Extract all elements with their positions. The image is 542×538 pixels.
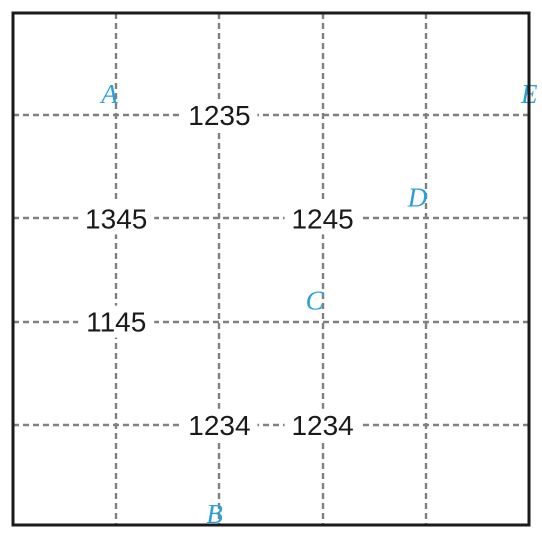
number-label-group: 1234 bbox=[181, 408, 258, 441]
number-label-background bbox=[181, 99, 258, 132]
outer-frame bbox=[11, 11, 531, 527]
number-label-background bbox=[181, 408, 258, 441]
point-label-d: D bbox=[407, 182, 428, 212]
number-labels: 1235 1345 1245 1145 1234 1234 bbox=[78, 99, 361, 441]
number-label-background bbox=[78, 202, 155, 235]
number-label-background bbox=[78, 305, 155, 338]
number-label-group: 1234 bbox=[284, 408, 361, 441]
number-label-group: 1145 bbox=[78, 305, 155, 338]
number-label-background bbox=[284, 202, 361, 235]
number-label: 1345 bbox=[85, 203, 147, 234]
number-label: 1245 bbox=[291, 203, 353, 234]
number-label: 1235 bbox=[188, 100, 250, 131]
number-label: 1145 bbox=[86, 307, 146, 338]
point-label-c: C bbox=[306, 286, 325, 316]
number-label: 1234 bbox=[291, 410, 353, 441]
number-label: 1234 bbox=[188, 410, 250, 441]
point-label-a: A bbox=[99, 79, 118, 109]
number-label-group: 1235 bbox=[181, 99, 258, 132]
number-label-background bbox=[284, 408, 361, 441]
number-label-group: 1245 bbox=[284, 202, 361, 235]
number-label-group: 1345 bbox=[78, 202, 155, 235]
point-label-b: B bbox=[206, 499, 223, 529]
